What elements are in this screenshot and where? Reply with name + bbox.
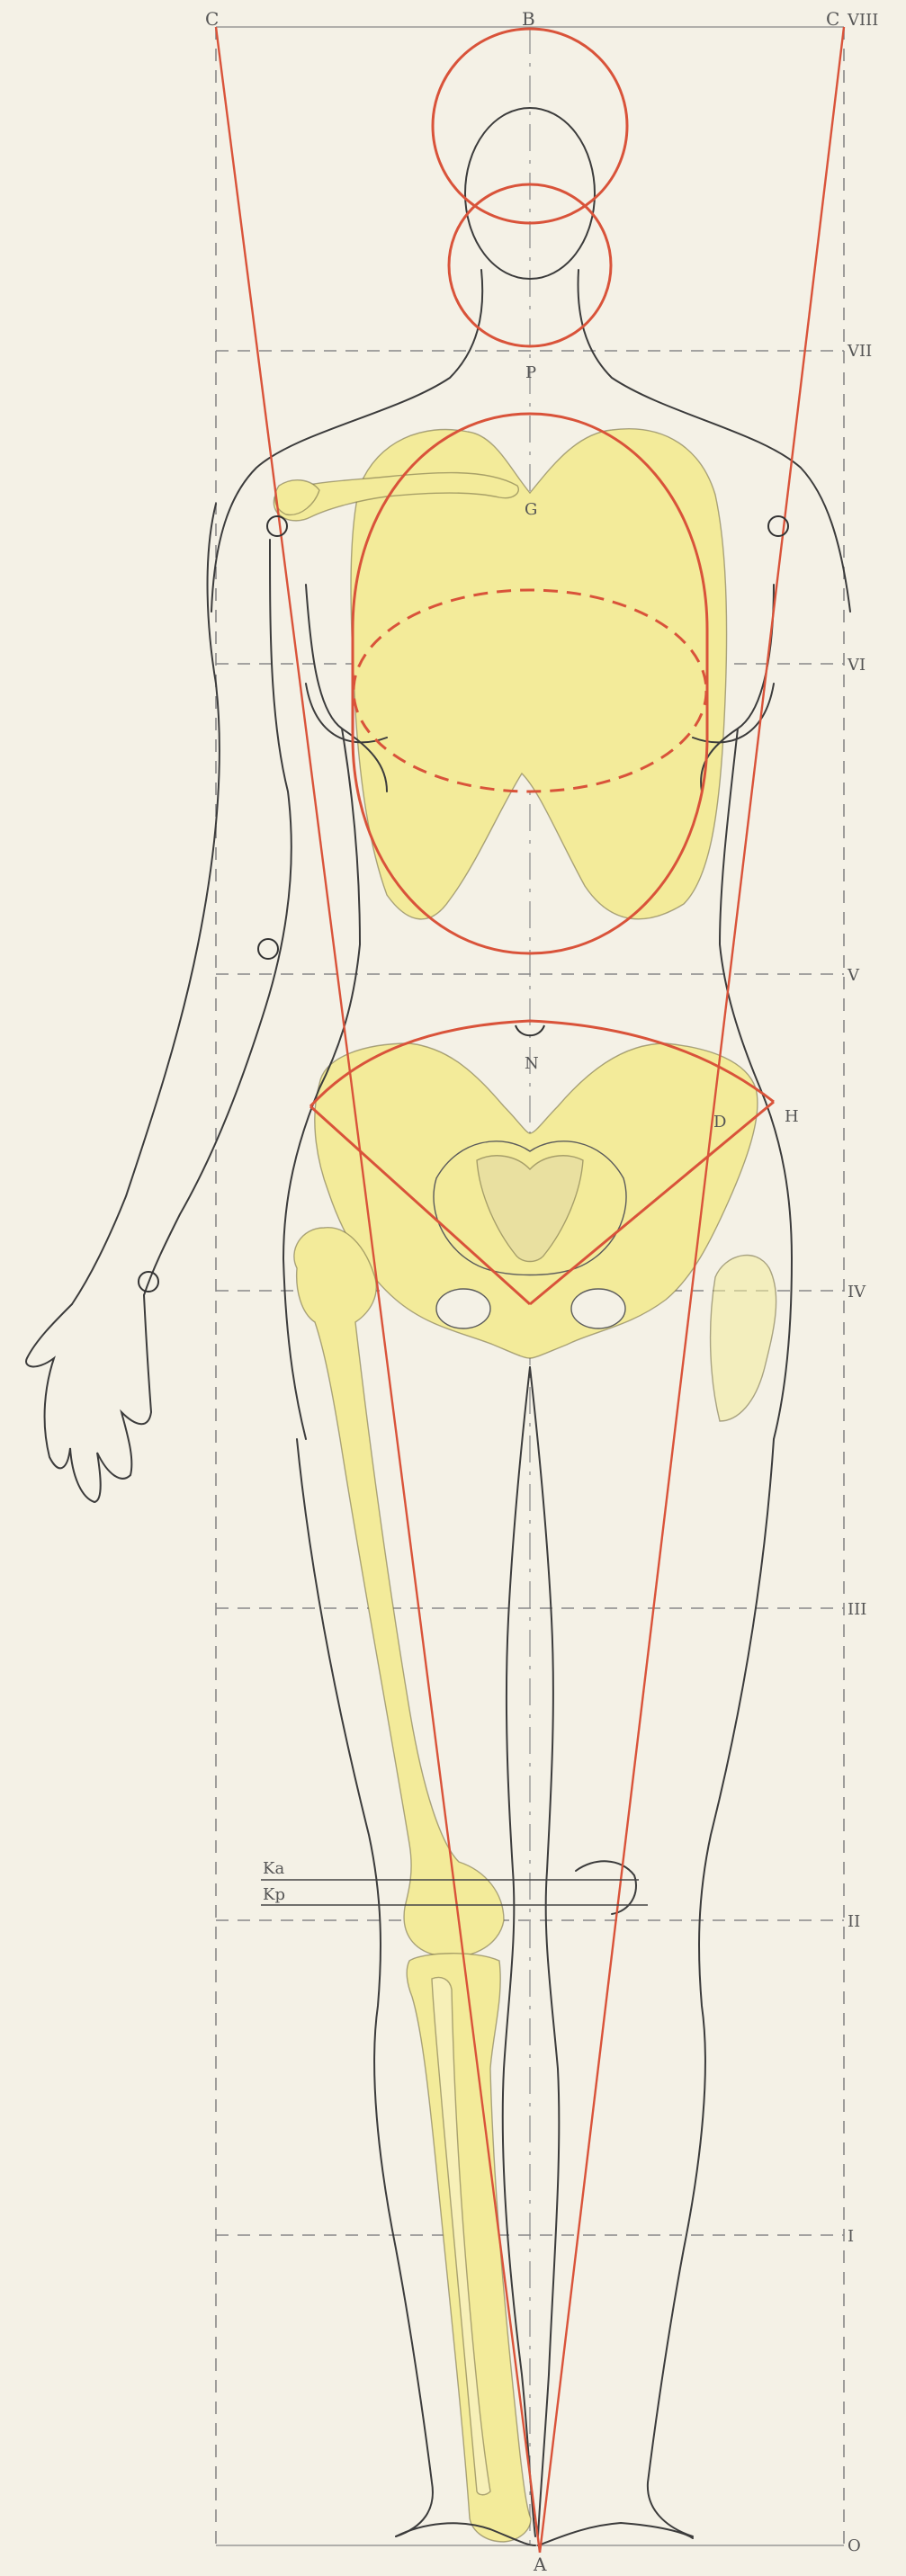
level-marker-vi: VI (847, 656, 866, 675)
level-marker-iii: III (848, 1600, 866, 1619)
level-markers: VIII VII VI V IV III II I O (847, 11, 878, 2555)
level-marker-vii: VII (847, 342, 872, 361)
leg-right-outer (648, 1439, 774, 2536)
obturator-foramen-left (436, 1289, 490, 1328)
level-marker-ii: II (848, 1912, 860, 1931)
knee-right (576, 1861, 636, 1914)
label-h: H (785, 1107, 799, 1126)
elbow-joint-marker (258, 939, 278, 959)
obturator-foramen-right (571, 1289, 625, 1328)
rib-cage (351, 429, 727, 919)
label-n: N (525, 1054, 539, 1073)
label-c-right: C (826, 8, 839, 30)
label-c-left: C (205, 8, 219, 30)
shoulder-joint-right-marker (768, 516, 788, 536)
label-b: B (522, 8, 535, 30)
shoulder-joint-left-marker (267, 516, 287, 536)
hand-left (26, 1295, 151, 1502)
tibia (407, 1954, 531, 2542)
skeleton-overlay (274, 429, 776, 2542)
leg-right-inner (530, 1367, 559, 2536)
level-marker-v: V (847, 966, 860, 985)
level-marker-o: O (848, 2536, 861, 2555)
level-marker-iv: IV (848, 1283, 866, 1301)
label-p: P (525, 363, 536, 382)
level-marker-i: I (848, 2227, 854, 2246)
navel-mark (516, 1025, 544, 1035)
label-d: D (713, 1113, 726, 1131)
label-g: G (525, 500, 537, 519)
level-marker-viii: VIII (847, 11, 878, 30)
label-kp: Kp (263, 1885, 285, 1904)
femur-right (711, 1256, 776, 1421)
label-a: A (533, 2554, 547, 2575)
label-ka: Ka (263, 1859, 284, 1878)
feet (396, 2523, 693, 2545)
arm-left (72, 504, 292, 1304)
